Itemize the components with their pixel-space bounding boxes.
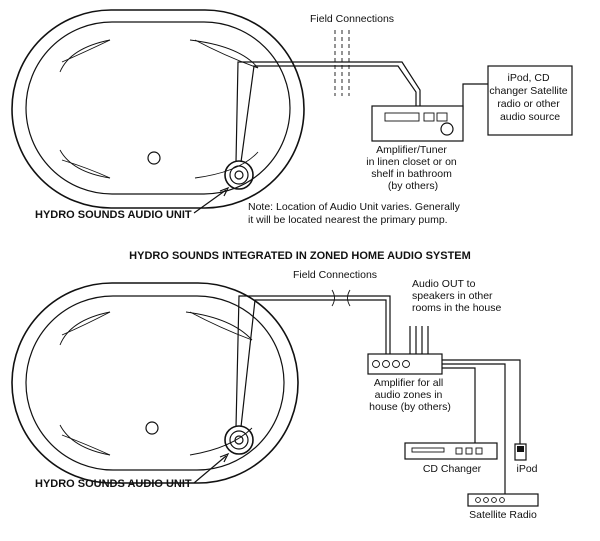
top-audio-unit-label: HYDRO SOUNDS AUDIO UNIT — [35, 209, 192, 221]
top-tub — [11, 9, 305, 209]
bottom-diagram: Field Connections Audio OUT to speakers … — [11, 269, 539, 521]
ipod — [514, 443, 527, 461]
top-wiring — [235, 30, 488, 163]
zone-amplifier — [367, 353, 443, 375]
cd-changer-label: CD Changer — [423, 463, 482, 475]
satellite-radio-label: Satellite Radio — [469, 509, 537, 521]
audio-source-label: iPod, CD changer Satellite radio or othe… — [489, 72, 570, 123]
bottom-wiring — [235, 289, 521, 494]
satellite-radio — [467, 493, 539, 507]
audio-out-label: Audio OUT to speakers in other rooms in … — [412, 278, 501, 314]
audio-unit-note: Note: Location of Audio Unit varies. Gen… — [248, 201, 463, 226]
cd-changer — [404, 442, 498, 460]
bottom-audio-unit-label: HYDRO SOUNDS AUDIO UNIT — [35, 478, 192, 490]
bottom-audio-unit — [224, 425, 254, 455]
ipod-label: iPod — [516, 463, 537, 475]
bottom-tub — [11, 282, 299, 484]
bottom-field-connections-label: Field Connections — [293, 269, 377, 281]
amplifier-tuner-label: Amplifier/Tuner in linen closet or on sh… — [366, 144, 459, 192]
top-field-connections-label: Field Connections — [310, 13, 394, 25]
bottom-audio-unit-arrow — [193, 455, 227, 484]
section-title: HYDRO SOUNDS INTEGRATED IN ZONED HOME AU… — [129, 250, 471, 262]
top-diagram: Field Connections Amplifier/Tuner in lin… — [11, 9, 573, 226]
top-audio-unit-arrow — [193, 189, 227, 214]
top-audio-unit — [224, 160, 254, 190]
zone-amplifier-label: Amplifier for all audio zones in house (… — [369, 377, 451, 413]
audio-source-box — [487, 65, 573, 136]
amplifier-tuner — [371, 105, 464, 142]
